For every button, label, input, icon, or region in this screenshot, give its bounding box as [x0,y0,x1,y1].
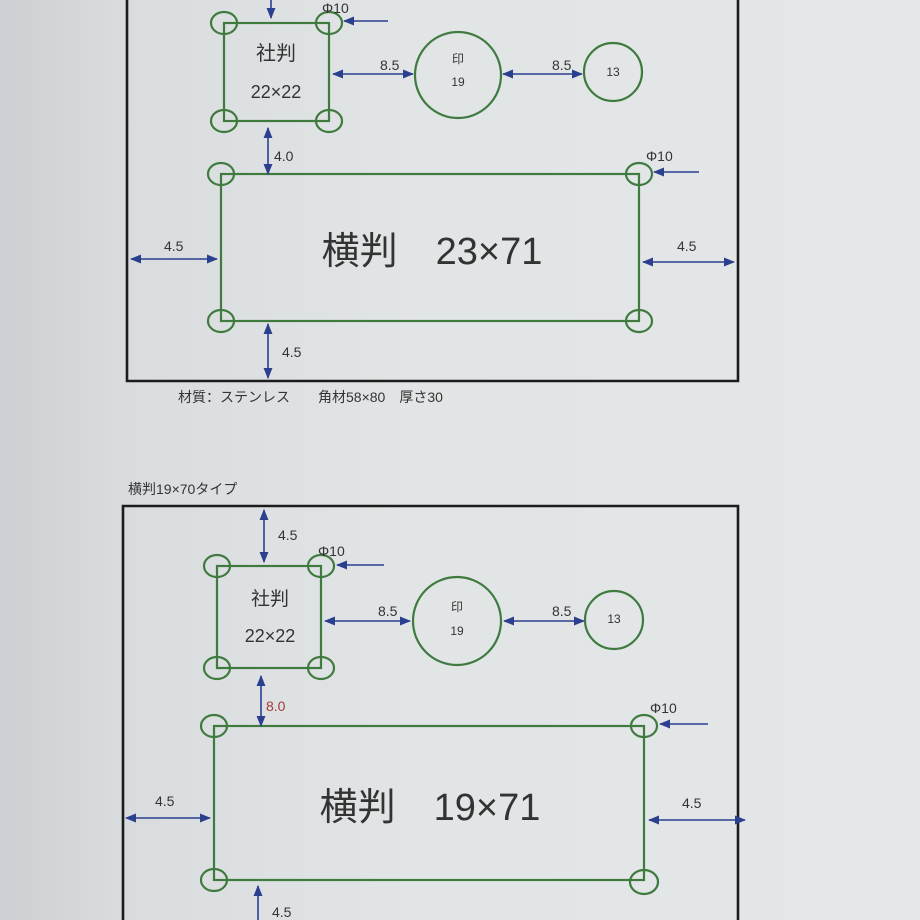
top-hs-circle-bl [206,308,236,334]
bottom-seal-size: 19 [450,624,464,638]
bottom-dim-top-gap-label: 4.5 [278,527,298,543]
top-corner-circle-bl [209,108,239,134]
top-dim-bottom-margin-label: 4.5 [282,344,302,360]
top-dim-left-margin-label: 4.5 [164,238,184,254]
bottom-corner-circle-br [306,655,336,681]
bottom-company-stamp-label: 社判 [251,588,289,610]
bottom-dim-bottom-margin-label: 4.5 [272,904,292,920]
top-dim-phi-label: Φ10 [322,0,349,16]
top-hs-circle-tl [206,161,236,187]
top-dim-phi-right-label: Φ10 [646,148,673,164]
top-small-circle-label: 13 [606,65,620,79]
bottom-layout: 社判 22×22 印 19 13 横判 19×71 4.5 Φ10 8.5 8.… [121,504,747,920]
top-small-circle [582,41,644,103]
top-corner-circle-tr [314,10,344,36]
top-company-stamp: 社判 22×22 [209,10,344,134]
top-hs-circle-tr [624,161,654,187]
bottom-horizontal-stamp-rect [212,724,646,882]
bottom-hs-circle-bl [199,867,229,893]
top-hs-circle-br [624,308,654,334]
top-dim-right-margin-label: 4.5 [677,238,697,254]
bottom-horizontal-stamp: 横判 19×71 [199,713,660,896]
top-seal-size: 19 [451,75,465,89]
bottom-hs-circle-br [628,868,660,896]
material-note: 材質：ステンレス 角材58×80 厚さ30 [178,389,443,405]
top-horizontal-stamp: 横判 23×71 [206,161,654,334]
bottom-corner-circle-tr [306,553,336,579]
bottom-company-stamp: 社判 22×22 [202,553,336,681]
top-company-stamp-label: 社判 [256,42,296,65]
bottom-hs-circle-tl [199,713,229,739]
bottom-hs-circle-tr [629,713,659,739]
bottom-seal-label: 印 [451,600,463,614]
top-frame [125,0,740,383]
bottom-dim-phi-label: Φ10 [318,543,345,559]
bottom-dim-left-margin-label: 4.5 [155,793,175,809]
bottom-horizontal-stamp-label: 横判 19×71 [320,787,541,829]
bottom-company-stamp-size: 22×22 [245,626,296,646]
bottom-frame [121,504,740,920]
top-dim-gap-b-label: 8.5 [552,57,572,73]
bottom-dim-right-margin-label: 4.5 [682,795,702,811]
top-seal-label: 印 [452,52,464,66]
bottom-seal-circle [411,575,503,667]
bottom-layout-label: 横判19×70タイプ [128,481,237,497]
bottom-dim-phi-right-label: Φ10 [650,700,677,716]
top-corner-circle-br [314,108,344,134]
top-company-stamp-square [222,21,331,123]
bottom-dim-gap-a-label: 8.5 [378,603,398,619]
top-layout: 社判 22×22 印 19 13 横判 23×71 Φ10 8.5 8.5 4.… [125,0,740,383]
bottom-corner-circle-tl [202,553,232,579]
top-corner-circle-tl [209,10,239,36]
bottom-corner-circle-bl [202,655,232,681]
top-seal-circle [413,30,503,120]
top-dim-vertical-gap-label: 4.0 [274,148,294,164]
bottom-company-stamp-square [215,564,323,670]
top-horizontal-stamp-rect [219,172,641,323]
top-dim-gap-a-label: 8.5 [380,57,400,73]
bottom-dim-vertical-gap-label: 8.0 [266,698,286,714]
bottom-small-circle-label: 13 [607,612,621,626]
top-horizontal-stamp-label: 横判 23×71 [322,231,543,273]
top-company-stamp-size: 22×22 [251,82,302,102]
bottom-dim-gap-b-label: 8.5 [552,603,572,619]
